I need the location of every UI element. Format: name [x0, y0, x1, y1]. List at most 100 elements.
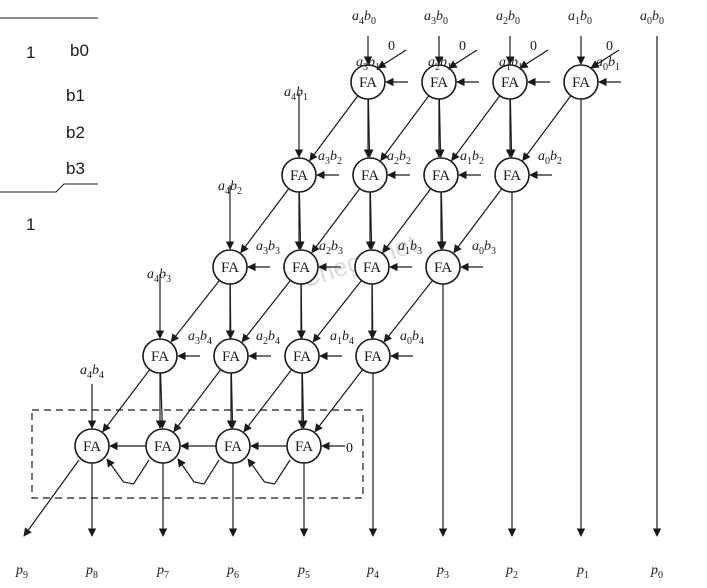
fa-label: FA [432, 168, 450, 184]
carry-wire-r0-c2 [507, 98, 516, 158]
fa-label: FA [359, 75, 377, 91]
table-b0-label: b0 [70, 41, 89, 60]
zero-carry-wire-r0-c0 [377, 49, 407, 69]
label-row2-side-1: a2b3 [319, 239, 343, 257]
fa-cell-r1-c0: FA [281, 157, 317, 193]
label-row0-top-3: a1b0 [568, 9, 592, 27]
final-row-dashed-box [31, 409, 364, 499]
fa-label: FA [361, 168, 379, 184]
fa-label: FA [293, 349, 311, 365]
table-bottom-rule [0, 183, 98, 193]
label-row3-side-1: a2b4 [256, 329, 280, 347]
fa-label: FA [501, 75, 519, 91]
label-zero-1: 0 [459, 39, 466, 54]
label-row3-side-3: a0b4 [400, 329, 424, 347]
fa-cell-r4-c3: FA [286, 428, 322, 464]
label-row3-top: a4b3 [147, 267, 171, 285]
fa-circle [281, 157, 317, 193]
carry-wire-r0-c1 [436, 98, 445, 158]
fa-label: FA [83, 439, 101, 455]
fa-label: FA [503, 168, 521, 184]
fa-circle [142, 338, 178, 374]
wires-layer [23, 36, 662, 537]
fa-cell-r3-c1: FA [213, 338, 249, 374]
output-label-p6: p6 [226, 563, 239, 581]
output-label-p4: p4 [366, 563, 379, 581]
fa-label: FA [434, 260, 452, 276]
table-bottom-left-1: 1 [26, 215, 35, 234]
label-row0-top-1: a3b0 [424, 9, 448, 27]
fa-cell-r2-c3: FA [425, 249, 461, 285]
fa-label: FA [290, 168, 308, 184]
fa-circle [354, 249, 390, 285]
output-label-p7: p7 [156, 563, 169, 581]
label-row0-side-0: a3b1 [356, 55, 380, 73]
diag-wire-r3-c3 [314, 369, 364, 433]
fa-label: FA [154, 439, 172, 455]
fa-label: FA [363, 260, 381, 276]
zero-carry-wire-r0-c1 [448, 49, 478, 69]
fa-label: FA [292, 260, 310, 276]
fa-circle [215, 428, 251, 464]
fa-circle [563, 64, 599, 100]
label-zero-3: 0 [606, 39, 613, 54]
output-label-p5: p5 [297, 563, 310, 581]
label-row2-top: a4b2 [218, 179, 242, 197]
fa-cell-r2-c1: FA [283, 249, 319, 285]
fa-circle [494, 157, 530, 193]
label-row0-top-0: a4b0 [352, 9, 376, 27]
diag-wire-r0-c3 [522, 95, 572, 162]
final-zigzag-2 [177, 458, 220, 485]
fa-circle [352, 157, 388, 193]
label-row4-top: a4b4 [80, 363, 104, 381]
label-row1-side-1: a2b2 [387, 149, 411, 167]
fa-cell-r1-c2: FA [423, 157, 459, 193]
fa-circle [425, 249, 461, 285]
diag-wire-r2-c1 [241, 279, 291, 343]
output-label-p3: p3 [436, 563, 449, 581]
label-row0-side-2: a1b1 [499, 55, 523, 73]
diag-wire-r1-c1 [311, 188, 361, 254]
fa-label: FA [151, 349, 169, 365]
diag-wire-r0-c0 [309, 95, 359, 162]
carry-wire-r0-c0 [365, 98, 374, 158]
carry-out-wire [23, 459, 80, 537]
fa-circle [283, 249, 319, 285]
fa-label: FA [364, 349, 382, 365]
fa-circle [213, 338, 249, 374]
diag-wire-r1-c3 [453, 188, 503, 254]
fa-circle [421, 64, 457, 100]
fa-cell-r4-c1: FA [145, 428, 181, 464]
fa-cell-r0-c2: FA [492, 64, 528, 100]
fa-cell-r0-c0: FA [350, 64, 386, 100]
output-label-p2: p2 [505, 563, 518, 581]
final-zigzag-1 [106, 458, 150, 485]
carry-wire-r3-c1 [228, 372, 237, 429]
label-row0-top-4: a0b0 [640, 9, 664, 27]
label-final-zero: 0 [346, 441, 353, 456]
fa-cell-r4-c2: FA [215, 428, 251, 464]
fa-label: FA [224, 439, 242, 455]
fa-circle [355, 338, 391, 374]
carry-wire-r2-c0 [226, 283, 235, 339]
fa-cell-r3-c0: FA [142, 338, 178, 374]
table-b3-label: b3 [66, 159, 85, 178]
label-zero-2: 0 [530, 39, 537, 54]
fa-cell-r0-c1: FA [421, 64, 457, 100]
final-zigzag-3 [247, 458, 291, 485]
fa-cell-r3-c2: FA [284, 338, 320, 374]
diag-wire-r3-c1 [173, 369, 222, 433]
output-label-p9: p9 [15, 563, 28, 581]
fa-cell-r0-c3: FA [563, 64, 599, 100]
diag-wire-r2-c3 [383, 279, 433, 343]
fa-circle [492, 64, 528, 100]
fa-cell-r1-c3: FA [494, 157, 530, 193]
label-row2-side-0: a3b3 [256, 239, 280, 257]
fa-circle [350, 64, 386, 100]
output-label-p1: p1 [576, 563, 589, 581]
fa-circle [74, 428, 110, 464]
label-row0-side-1: a2b1 [428, 55, 452, 73]
